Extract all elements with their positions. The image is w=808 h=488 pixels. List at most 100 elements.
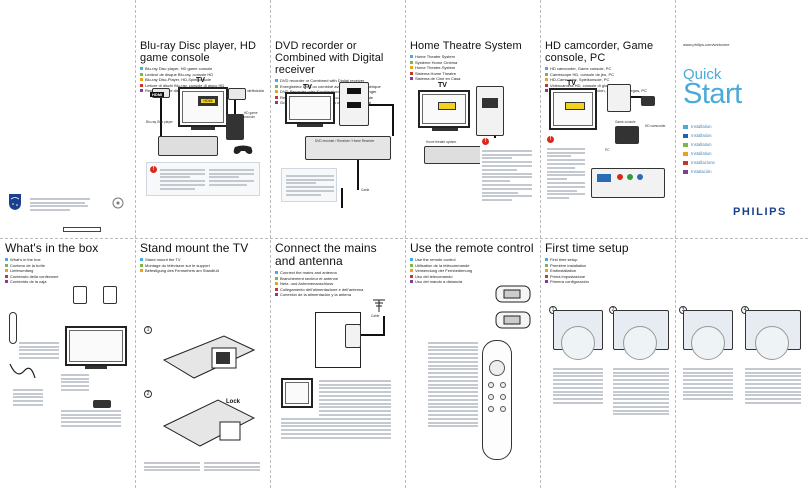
start-title: Start [683,78,742,110]
stand-lang-list: Stand mount the TV Montage du téléviseur… [140,257,268,274]
manual-booklet [103,286,117,304]
game-console-device [615,126,639,144]
lang-line: Videocamera HD, console di gioco, PC [545,83,673,89]
nav-pad [489,360,505,376]
device-label: HD camcorder [645,124,666,128]
lang-line: Contenuto della confezione [5,274,133,280]
lang-line: Primera configuración [545,279,808,285]
setup-zoom-circle [691,326,725,360]
hts-title: Home Theatre System [410,40,522,52]
lang-line: Sistema de Cine en Casa [410,76,540,82]
tv-illustration [281,378,313,408]
tv-illustration [178,87,228,127]
connector-panel [607,84,631,112]
install-item: Instalación [683,169,712,174]
hd-camcorder-device [641,96,655,106]
warning-icon: ! [150,166,157,173]
lang-line: Home Theatre System [410,54,540,60]
tv-label: TV [196,77,205,84]
lang-line: Blu-ray Disc player, HD game console [140,66,268,72]
lang-line: Lieferumfang [5,268,133,274]
manual-booklet [73,286,87,304]
fold-line [0,238,808,239]
setup-zoom-circle [561,326,595,360]
stand-mount-illustration-2 [162,399,256,447]
stand-title: Stand mount the TV [140,242,249,255]
rca-port [637,174,643,180]
lang-line: Lecteur de disque Blu-ray, console HD [140,72,268,78]
hdcam-panel: HD camcorder, Game console, PC HD camcor… [545,40,673,225]
bluray-title: Blu-ray Disc player, HD game console [140,40,256,64]
inbox-lang-list: What's in the box Contenu de la boîte Li… [5,257,133,285]
remote-button [488,406,494,412]
rca-port [617,174,623,180]
device2-label: Game console [615,120,636,124]
install-item: Installation [683,142,712,147]
mains-lang-list: Connect the mains and antenna Branchemen… [275,270,403,298]
notes-box: ! [547,136,587,221]
hdmi-connector [482,98,498,108]
hts-lang-list: Home Theatre System Système Home Cinéma … [410,54,540,82]
front-cover-panel: www.philips.com/welcome [675,0,808,238]
dvd-title: DVD recorder or Combined with Digital re… [275,40,384,76]
setup-title: First time setup [545,242,629,255]
lang-line: Caméscope HD, console de jeu, PC [545,72,673,78]
lang-line: Uso del telecomando [410,274,538,280]
fold-line [270,0,271,488]
remote-button [500,394,506,400]
welcome-url: www.philips.com/welcome [683,42,730,47]
lang-line: Use the remote control [410,257,538,263]
hdmi-plug [228,88,246,100]
back-cover-panel [0,0,135,238]
lang-line: DVD-Recorder oder Kombination mit Digita… [275,89,405,95]
lang-line: Home Theatre-System [410,65,540,71]
tv-label: TV [438,82,447,89]
setup-zoom-circle [755,326,789,360]
lang-line: Collegamento dell'alimentazione e dell'a… [275,287,403,293]
remote-control-illustration [482,340,512,460]
setup-panel: First time setup First time setup Premiè… [545,242,808,482]
lang-line: Conexión de la alimentación y la antena [275,292,403,298]
device-label: Blu-ray Disc player [146,120,173,124]
hdmi-label: HDMI [150,92,165,97]
lang-line: Verwendung der Fernbedienung [410,268,538,274]
dvd-recorder-device [305,136,391,160]
hdmi-port [565,102,585,110]
hdcam-lang-list: HD camcorder, Game console, PC Caméscope… [545,66,673,94]
step-number: 1 [144,326,152,334]
lang-line: DVD recorder or Combined with Digital re… [275,78,405,84]
hdcam-title: HD camcorder, Game console, PC [545,40,654,64]
install-item: Installazione [683,160,715,165]
lang-line: Système Home Cinéma [410,60,540,66]
warning-icon: ! [547,136,554,143]
lang-line: Contenido de la caja [5,279,133,285]
install-item: Installation [683,151,712,156]
remote-panel: Use the remote control Use the remote co… [410,242,538,482]
power-cord-icon [9,363,36,379]
barcode [63,227,101,232]
lang-line: Videocámara de alta definición, consola … [545,88,673,94]
notes-box [281,168,337,202]
connector-panel [591,168,665,198]
step-number: 2 [144,390,152,398]
tv-illustration [549,88,597,130]
lang-line: HD camcorder, Game console, PC [545,66,673,72]
legal-text-block [30,196,92,213]
bluray-player-device [158,136,218,156]
remote-button [500,382,506,388]
scart-port [347,102,361,108]
setup-zoom-circle [623,326,657,360]
hdmi-port [438,102,456,110]
gamepad-icon [233,145,253,154]
mains-title: Connect the mains and antenna [275,242,377,268]
vga-port [597,174,611,182]
device2-label: HD game console [244,111,258,120]
lock-label: Lock [226,399,241,405]
lang-line: Première installation [545,263,808,269]
tv-illustration [285,92,335,124]
fold-line [675,0,676,488]
tv-label: TV [567,80,576,87]
cable-label: Cable [361,188,370,192]
fold-line [405,0,406,488]
lang-line: Contenu de la boîte [5,263,133,269]
